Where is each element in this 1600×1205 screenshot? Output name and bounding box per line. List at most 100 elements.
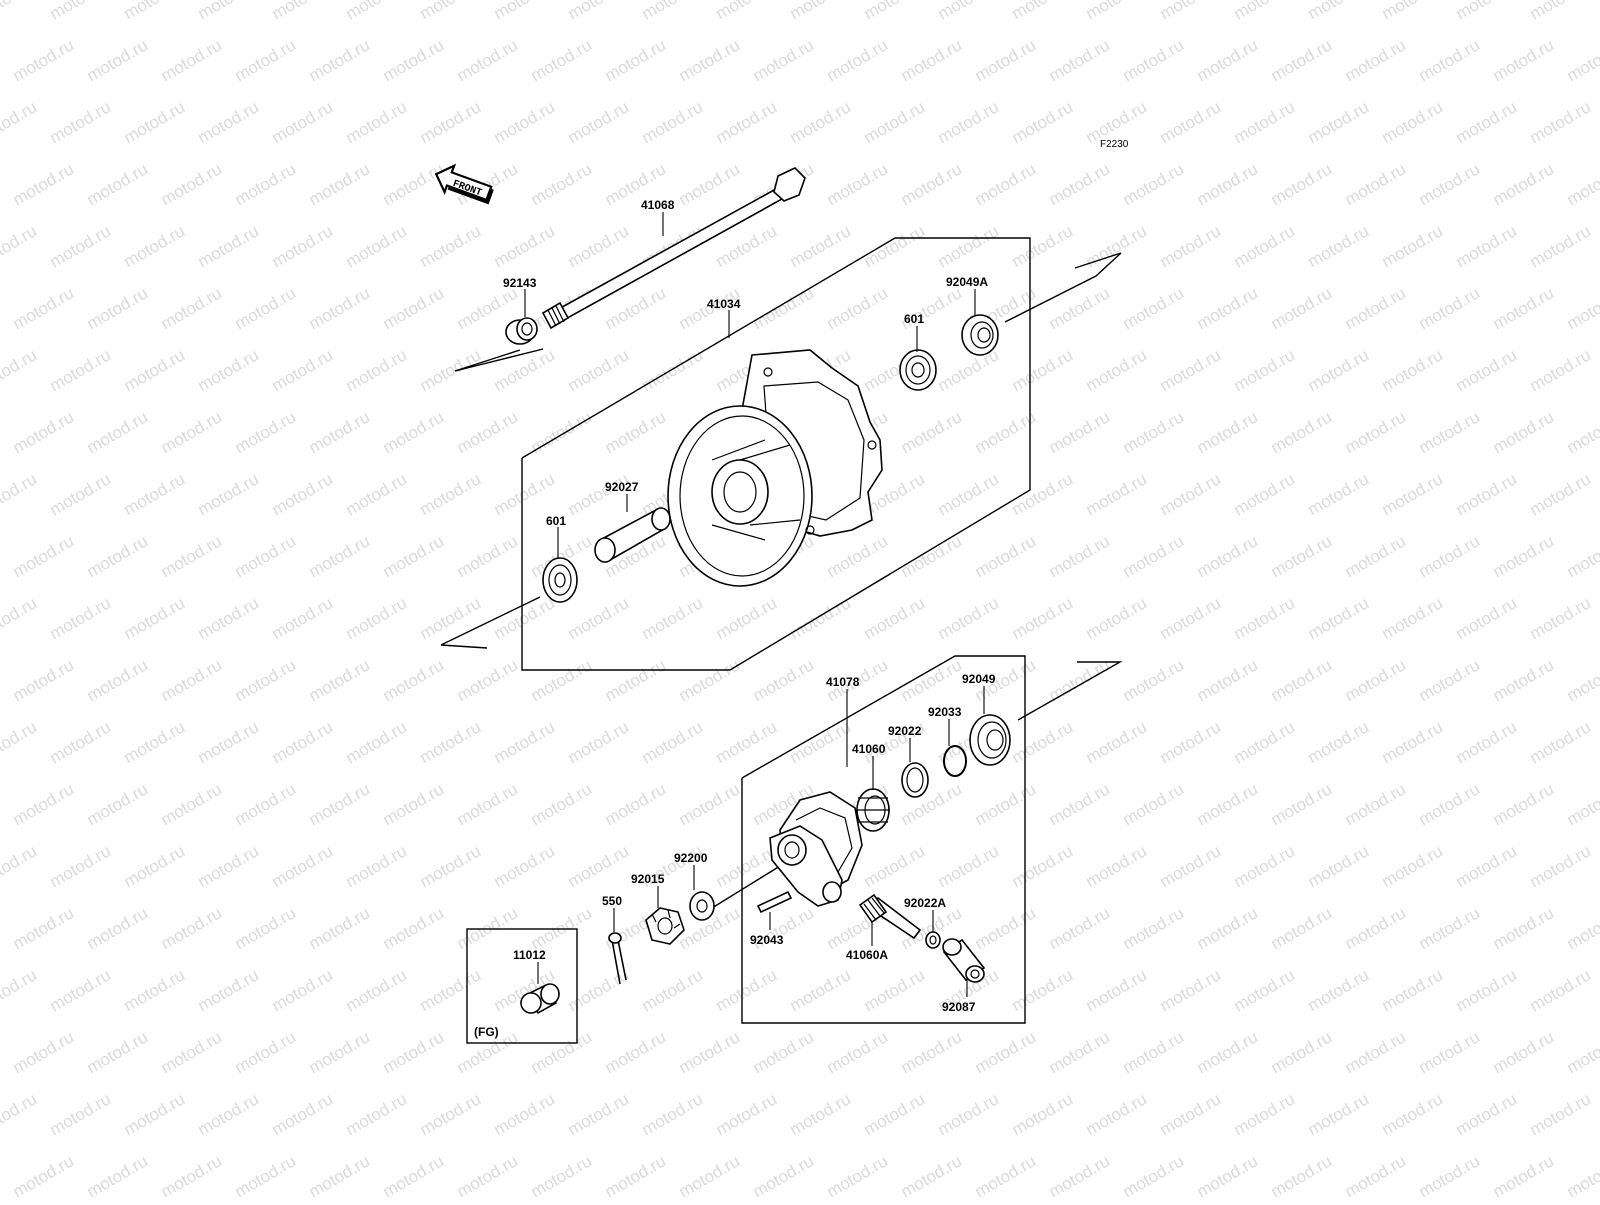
watermark-text: motod.ru	[676, 35, 744, 85]
watermark-text: motod.ru	[1194, 35, 1262, 85]
watermark-text: motod.ru	[898, 159, 966, 209]
watermark-text: motod.ru	[195, 841, 263, 891]
watermark-text: motod.ru	[1157, 965, 1225, 1015]
watermark-text: motod.ru	[639, 965, 707, 1015]
watermark-text: motod.ru	[47, 469, 115, 519]
watermark-text: motod.ru	[1009, 345, 1077, 395]
watermark-text: motod.ru	[565, 345, 633, 395]
watermark-text: motod.ru	[158, 1151, 226, 1200]
watermark-text: motod.ru	[713, 717, 781, 767]
watermark-text: motod.ru	[380, 531, 448, 581]
watermark-text: motod.ru	[713, 593, 781, 643]
watermark-text: motod.ru	[1157, 841, 1225, 891]
watermark-text: motod.ru	[787, 965, 855, 1015]
watermark-text: motod.ru	[343, 221, 411, 271]
watermark-text: motod.ru	[1305, 97, 1373, 147]
watermark-text: motod.ru	[1083, 221, 1151, 271]
watermark-text: motod.ru	[269, 717, 337, 767]
watermark-text: motod.ru	[10, 407, 78, 457]
watermark-text: motod.ru	[713, 965, 781, 1015]
watermark-text: motod.ru	[1342, 35, 1410, 85]
watermark-text: motod.ru	[1416, 1027, 1484, 1077]
watermark-text: motod.ru	[84, 655, 152, 705]
watermark-text: motod.ru	[1120, 283, 1188, 333]
watermark-text: motod.ru	[1490, 407, 1558, 457]
watermark-text: motod.ru	[158, 903, 226, 953]
watermark-text: motod.ru	[1527, 345, 1595, 395]
watermark-text: motod.ru	[47, 97, 115, 147]
watermark-text: motod.ru	[306, 531, 374, 581]
watermark-text: motod.ru	[10, 1027, 78, 1077]
watermark-text: motod.ru	[1379, 841, 1447, 891]
watermark-text: motod.ru	[898, 531, 966, 581]
watermark-text: motod.ru	[565, 1089, 633, 1139]
watermark-text: motod.ru	[491, 841, 559, 891]
watermark-text: motod.ru	[1083, 1089, 1151, 1139]
watermark-text: motod.ru	[972, 407, 1040, 457]
watermark-text: motod.ru	[121, 1089, 189, 1139]
watermark-text: motod.ru	[1305, 469, 1373, 519]
watermark-text: motod.ru	[1527, 469, 1595, 519]
watermark-text: motod.ru	[454, 1151, 522, 1200]
watermark-text: motod.ru	[1564, 903, 1600, 953]
watermark-text: motod.ru	[528, 1151, 596, 1200]
watermark-text: motod.ru	[0, 35, 3, 85]
watermark-text: motod.ru	[565, 841, 633, 891]
watermark-text: motod.ru	[528, 35, 596, 85]
label-92049a: 92049A	[946, 275, 988, 289]
watermark-text: motod.ru	[1564, 407, 1600, 457]
watermark-text: motod.ru	[343, 469, 411, 519]
watermark-text: motod.ru	[1564, 779, 1600, 829]
watermark-text: motod.ru	[1194, 1027, 1262, 1077]
watermark-text: motod.ru	[1342, 655, 1410, 705]
watermark-text: motod.ru	[713, 1089, 781, 1139]
watermark-text: motod.ru	[121, 841, 189, 891]
watermark-text: motod.ru	[84, 159, 152, 209]
watermark-text: motod.ru	[47, 345, 115, 395]
watermark-text: motod.ru	[861, 221, 929, 271]
watermark-text: motod.ru	[195, 469, 263, 519]
watermark-text: motod.ru	[195, 1089, 263, 1139]
label-41078: 41078	[826, 675, 860, 689]
watermark-text: motod.ru	[1268, 159, 1336, 209]
watermark-text: motod.ru	[1564, 531, 1600, 581]
label-92015: 92015	[631, 872, 665, 886]
watermark-text: motod.ru	[898, 655, 966, 705]
watermark-text: motod.ru	[343, 717, 411, 767]
watermark-text: motod.ru	[1268, 407, 1336, 457]
watermark-text: motod.ru	[47, 221, 115, 271]
watermark-text: motod.ru	[232, 283, 300, 333]
watermark-text: motod.ru	[1194, 531, 1262, 581]
watermark-text: motod.ru	[676, 1151, 744, 1200]
watermark-text: motod.ru	[454, 407, 522, 457]
watermark-text: motod.ru	[1453, 717, 1521, 767]
watermark-text: motod.ru	[158, 779, 226, 829]
watermark-text: motod.ru	[1416, 407, 1484, 457]
watermark-text: motod.ru	[1231, 469, 1299, 519]
watermark-text: motod.ru	[0, 97, 40, 147]
seal-92049	[970, 715, 1010, 765]
watermark-text: motod.ru	[1120, 655, 1188, 705]
watermark-text: motod.ru	[47, 1089, 115, 1139]
watermark-text: motod.ru	[1379, 965, 1447, 1015]
watermark-text: motod.ru	[1490, 35, 1558, 85]
watermark-text: motod.ru	[158, 655, 226, 705]
watermark-text: motod.ru	[232, 1151, 300, 1200]
watermark-text: motod.ru	[1490, 1151, 1558, 1200]
watermark-text: motod.ru	[528, 1027, 596, 1077]
label-92200: 92200	[674, 851, 708, 865]
watermark-text: motod.ru	[1268, 531, 1336, 581]
watermark-text: motod.ru	[824, 283, 892, 333]
watermark-text: motod.ru	[380, 283, 448, 333]
watermark-text: motod.ru	[269, 965, 337, 1015]
watermark-text: motod.ru	[232, 655, 300, 705]
watermark-text: motod.ru	[1527, 0, 1595, 23]
watermark-text: motod.ru	[121, 97, 189, 147]
watermark-text: motod.ru	[1157, 469, 1225, 519]
watermark-text: motod.ru	[1268, 655, 1336, 705]
watermark-text: motod.ru	[1231, 593, 1299, 643]
axis-line-e	[441, 645, 487, 648]
watermark-text: motod.ru	[750, 1151, 818, 1200]
label-92022: 92022	[888, 724, 922, 738]
watermark-text: motod.ru	[787, 0, 855, 23]
